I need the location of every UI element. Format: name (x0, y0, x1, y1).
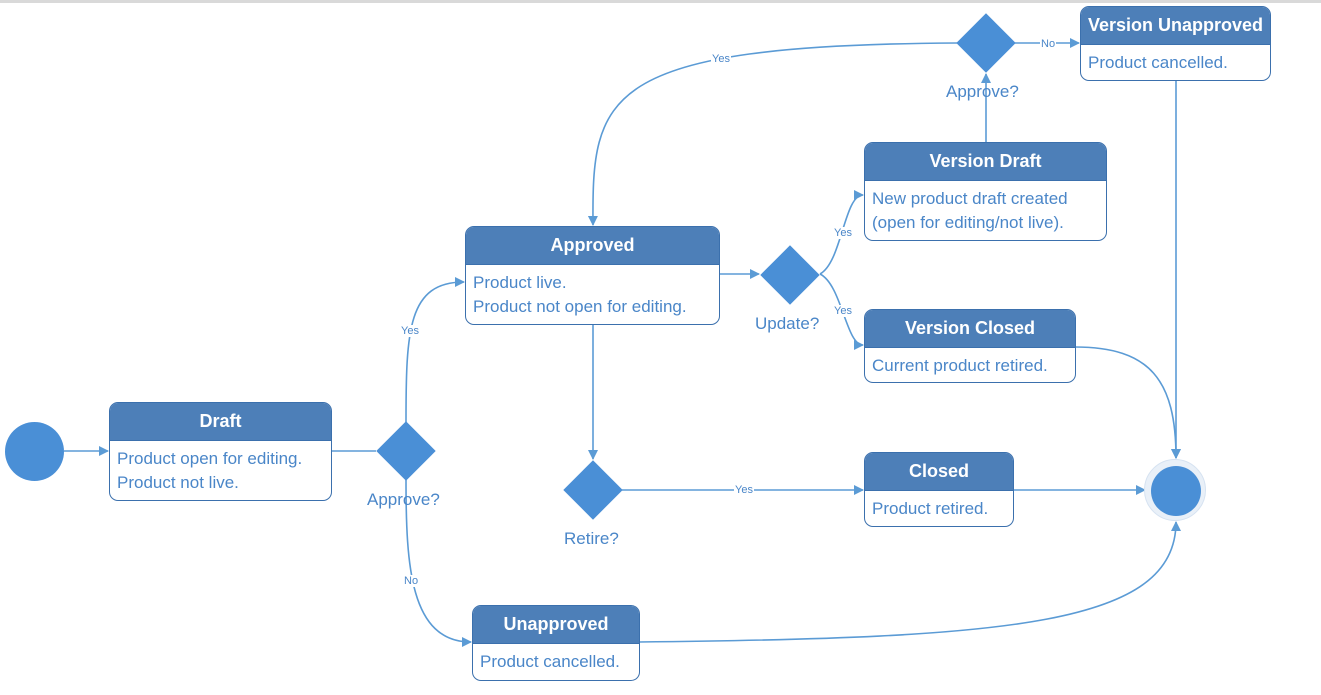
state-title: Version Closed (865, 310, 1075, 348)
state-line: Product retired. (872, 499, 989, 518)
decision-label-approve-version: Approve? (946, 82, 1019, 101)
state-line: Product live. (473, 273, 567, 292)
state-description: Current product retired. (865, 348, 1075, 378)
edge-label-version-approve-yes: Yes (711, 53, 731, 65)
state-line: Product open for editing. (117, 449, 303, 468)
edge-label-retire-yes: Yes (734, 484, 754, 496)
state-version-closed[interactable]: Version Closed Current product retired. (864, 309, 1076, 383)
edge-unapproved-to-end (638, 521, 1181, 643)
edge-label-version-approve-no: No (1040, 38, 1057, 50)
state-title: Version Unapproved (1081, 7, 1270, 45)
state-version-draft[interactable]: Version Draft New product draft created … (864, 142, 1107, 241)
state-description: Product open for editing. Product not li… (110, 441, 331, 495)
decision-label-approve: Approve? (367, 490, 440, 509)
final-node (1151, 466, 1201, 516)
state-version-unapproved[interactable]: Version Unapproved Product cancelled. (1080, 6, 1271, 81)
edge-approve-no (405, 479, 472, 647)
state-line: Product not open for editing. (473, 297, 687, 316)
edge-version-closed-to-end (1074, 346, 1181, 459)
state-line: New product draft created (872, 189, 1068, 208)
state-line: Product not live. (117, 473, 239, 492)
state-description: New product draft created (open for edit… (865, 181, 1106, 235)
edge-label-update-yes-closed: Yes (833, 305, 853, 317)
edge-label-approve-yes: Yes (400, 325, 420, 337)
state-title: Unapproved (473, 606, 639, 644)
state-title: Approved (466, 227, 719, 265)
state-line: Current product retired. (872, 356, 1048, 375)
state-unapproved[interactable]: Unapproved Product cancelled. (472, 605, 640, 681)
state-description: Product cancelled. (1081, 45, 1270, 75)
state-approved[interactable]: Approved Product live. Product not open … (465, 226, 720, 325)
state-line: Product cancelled. (1088, 53, 1228, 72)
top-border (0, 0, 1321, 3)
initial-node (5, 422, 64, 481)
state-description: Product live. Product not open for editi… (466, 265, 719, 319)
edge-label-update-yes-draft: Yes (833, 227, 853, 239)
state-title: Closed (865, 453, 1013, 491)
decision-label-update: Update? (755, 314, 820, 333)
edge-approve-yes (405, 277, 465, 423)
state-description: Product retired. (865, 491, 1013, 521)
state-description: Product cancelled. (473, 644, 639, 674)
edge-label-approve-no: No (403, 575, 420, 587)
state-title: Draft (110, 403, 331, 441)
edge-version-approve-yes (587, 42, 958, 226)
state-draft[interactable]: Draft Product open for editing. Product … (109, 402, 332, 501)
state-line: Product cancelled. (480, 652, 620, 671)
state-closed[interactable]: Closed Product retired. (864, 452, 1014, 527)
state-line: (open for editing/not live). (872, 213, 1064, 232)
decision-label-retire: Retire? (564, 529, 619, 548)
state-title: Version Draft (865, 143, 1106, 181)
